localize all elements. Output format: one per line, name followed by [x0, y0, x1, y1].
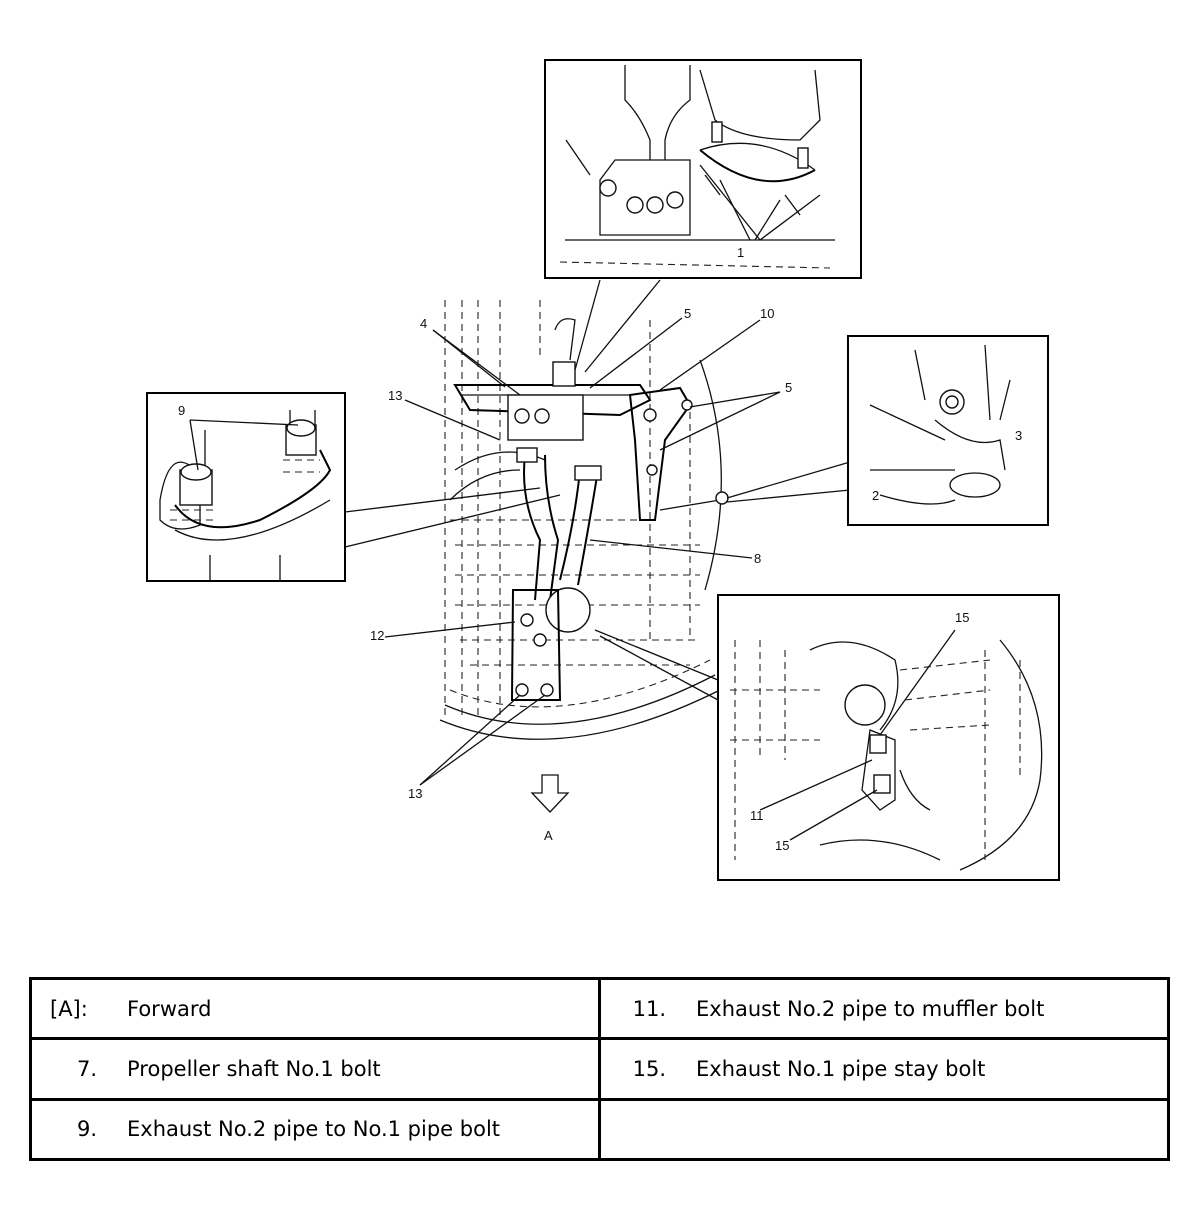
exploded-assembly-diagram: 1 9 3 2 [146, 59, 1060, 881]
legend-row: [A]: Forward 11. Exhaust No.2 pipe to mu… [29, 976, 1170, 1041]
callout-15-upper: 15 [955, 610, 969, 625]
legend-key: 15. [632, 1056, 666, 1081]
leader-lines [344, 279, 851, 786]
legend-table: [A]: Forward 11. Exhaust No.2 pipe to mu… [29, 976, 1170, 1162]
callout-15-lower: 15 [775, 838, 789, 853]
callout-12: 12 [370, 628, 384, 643]
inset-left-exhaust-flange: 9 [146, 392, 346, 582]
callout-3: 3 [1015, 428, 1022, 443]
legend-row: 7. Propeller shaft No.1 bolt 15. Exhaust… [29, 1037, 1170, 1101]
callout-5-right: 5 [785, 380, 792, 395]
legend-key: 7. [76, 1056, 97, 1081]
inset-lower-right-pipe-stay: 15 11 15 [717, 594, 1060, 881]
legend-empty-cell [598, 1097, 1170, 1162]
callout-9: 9 [178, 403, 185, 418]
legend-key: 11. [632, 996, 666, 1021]
callout-10: 10 [760, 306, 774, 321]
callout-8: 8 [754, 551, 761, 566]
main-assembly-drawing [439, 300, 729, 813]
legend-description: Propeller shaft No.1 bolt [127, 1056, 381, 1081]
callout-5-top: 5 [684, 306, 691, 321]
legend-row: 9. Exhaust No.2 pipe to No.1 pipe bolt [29, 1097, 1170, 1162]
callout-a-forward: A [544, 828, 553, 843]
legend-key: [A]: [50, 996, 88, 1021]
callout-13-lower: 13 [408, 786, 422, 801]
legend-key: 9. [76, 1117, 97, 1142]
legend-description: Exhaust No.2 pipe to muffler bolt [696, 996, 1045, 1021]
legend-description: Forward [127, 996, 212, 1021]
legend-description: Exhaust No.1 pipe stay bolt [696, 1056, 986, 1081]
legend-description: Exhaust No.2 pipe to No.1 pipe bolt [127, 1117, 501, 1142]
inset-right-bracket-bolt: 3 2 [847, 335, 1049, 526]
callout-1: 1 [737, 245, 744, 260]
callout-2: 2 [872, 488, 879, 503]
inset-top-propeller-shaft: 1 [544, 59, 862, 279]
callout-11: 11 [750, 808, 764, 823]
callout-4: 4 [420, 316, 427, 331]
callout-13-upper: 13 [388, 388, 402, 403]
